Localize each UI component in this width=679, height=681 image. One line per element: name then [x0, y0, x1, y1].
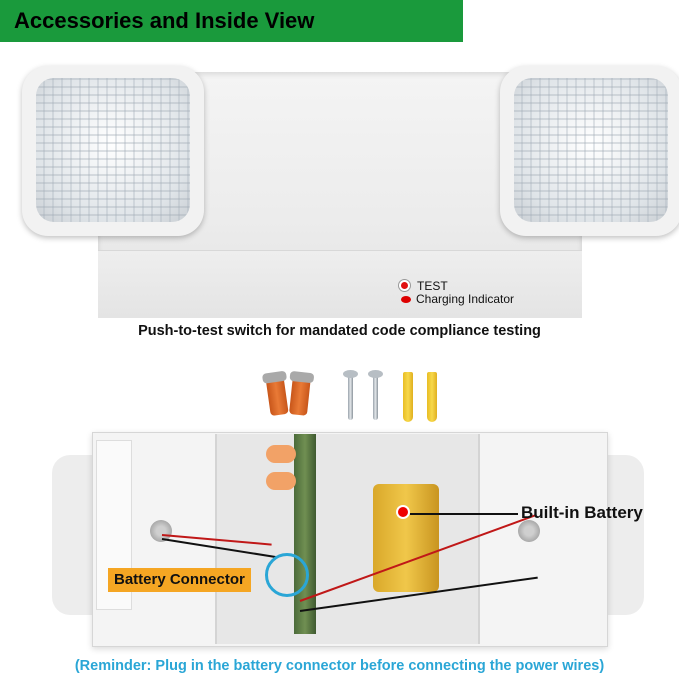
right-lamp-lens: [514, 78, 668, 222]
charging-indicator-label: Charging Indicator: [416, 292, 515, 306]
screw-icon: [368, 370, 383, 420]
test-label: TEST: [417, 279, 448, 293]
wire-nut-icon: [288, 374, 312, 416]
built-in-battery: [373, 484, 439, 592]
mount-hole-right: [518, 520, 540, 542]
wire-nut-icon: [265, 373, 289, 417]
left-lamp-head: [22, 66, 204, 236]
wall-anchor-icon: [403, 372, 413, 422]
electronics-compartment: [215, 434, 480, 644]
test-button-icon: [399, 280, 410, 291]
left-lamp-lens: [36, 78, 190, 222]
spare-wire-nut-icon: [266, 445, 296, 463]
circuit-board: [294, 434, 316, 634]
battery-callout-arrow: [410, 513, 518, 515]
right-lamp-head: [500, 66, 679, 236]
charging-indicator-icon: [401, 296, 411, 303]
battery-marker-icon: [396, 505, 410, 519]
wall-anchor-icon: [427, 372, 437, 422]
built-in-battery-tag: Built-in Battery: [521, 503, 643, 522]
screw-icon: [343, 370, 358, 420]
fixture-base: [98, 250, 582, 318]
reminder-text: (Reminder: Plug in the battery connector…: [74, 658, 605, 674]
battery-connector-tag: Battery Connector: [108, 568, 251, 592]
connector-highlight: [265, 553, 309, 597]
mount-hole-left: [150, 520, 172, 542]
fixture-caption: Push-to-test switch for mandated code co…: [138, 323, 541, 339]
spare-wire-nut-icon: [266, 472, 296, 490]
section-banner: Accessories and Inside View: [0, 0, 463, 42]
